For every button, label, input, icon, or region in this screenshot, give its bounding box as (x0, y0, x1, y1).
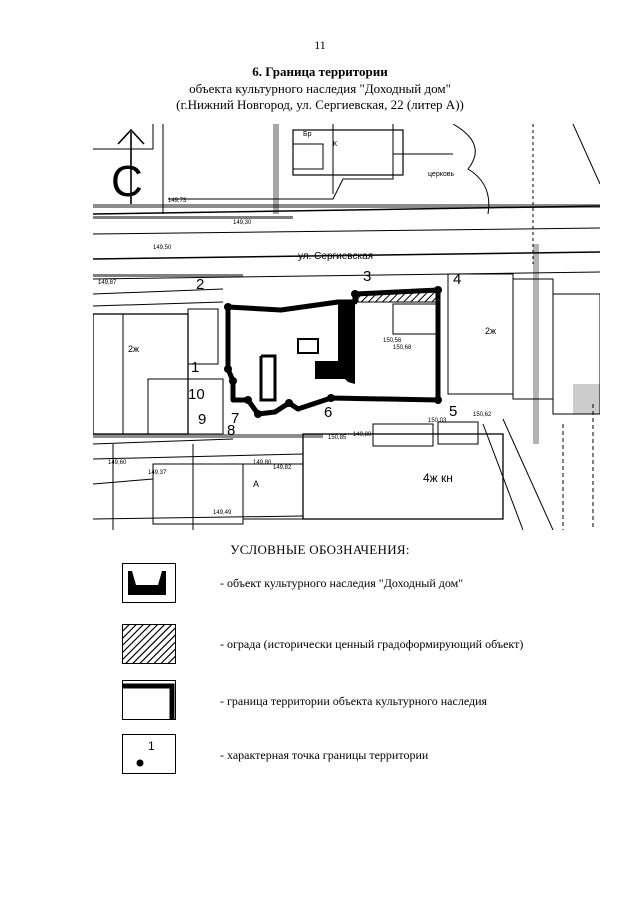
boundary-point-label: 4 (453, 271, 461, 288)
legend-fence-text: - ограда (исторически ценный градоформир… (220, 637, 524, 651)
elevation-label: 149,87 (98, 280, 117, 286)
elevation-label: 149,49 (213, 510, 232, 516)
boundary-point-label: 9 (198, 411, 206, 428)
boundary-point-label: 7 (231, 410, 239, 427)
legend-heritage-object-text: - объект культурного наследия "Доходный … (220, 576, 464, 590)
building-label: 2ж (485, 326, 496, 336)
page-number: 11 (314, 38, 326, 52)
legend-title: УСЛОВНЫЕ ОБОЗНАЧЕНИЯ: (230, 542, 410, 557)
legend-fence-symbol (122, 624, 176, 664)
elevation-label: 150,62 (473, 412, 492, 418)
heritage-building (297, 302, 355, 384)
legend-boundary-text: - граница территории объекта культурного… (220, 694, 488, 708)
boundary-point-label: 6 (324, 404, 332, 421)
elevation-label: 149,82 (273, 465, 292, 471)
subtitle-line2: (г.Нижний Новгород, ул. Сергиевская, 22 … (176, 97, 464, 112)
boundary-point-label: 8 (227, 422, 235, 439)
church-label: церковь (428, 171, 454, 178)
street-label: ул. Сергиевская (298, 251, 373, 262)
map-background-linework (93, 124, 600, 530)
legend-heritage-object-symbol (122, 563, 176, 603)
page-title: 6. Граница территории (252, 64, 388, 79)
boundary-point-label: 1 (191, 359, 199, 376)
boundary-point-label: 10 (188, 386, 205, 403)
elevation-label: 149,73 (168, 198, 187, 204)
boundary-point-markers (224, 286, 442, 418)
elevation-label: 149,30 (233, 220, 252, 226)
legend-boundary-symbol (122, 680, 176, 720)
elevation-label: 150,03 (428, 418, 447, 424)
boundary-point-label: 2 (196, 276, 204, 293)
north-arrow (117, 128, 145, 204)
legend-boundary-point-text: - характерная точка границы территории (220, 748, 429, 762)
elevation-label: 149,60 (108, 460, 127, 466)
subtitle-line1: объекта культурного наследия "Доходный д… (189, 81, 451, 96)
map-survey-texture (93, 124, 600, 444)
elevation-label: 150,68 (393, 345, 412, 351)
elevation-label: 150,85 (328, 435, 347, 441)
elevation-label: 149,80 (353, 432, 372, 438)
north-letter: С (111, 157, 143, 206)
building-label: 4ж кн (423, 471, 453, 485)
legend-boundary-point-symbol: 1 (122, 734, 176, 774)
boundary-point-label: 5 (449, 403, 457, 420)
elevation-label: 149,37 (148, 470, 167, 476)
elevation-label: 150,56 (383, 338, 402, 344)
elevation-label: 149,80 (253, 460, 272, 466)
boundary-point-label: 3 (363, 268, 371, 285)
building-label: А (253, 479, 259, 489)
territory-boundary (225, 287, 441, 417)
building-label: 2ж (128, 344, 139, 354)
territory-map: С 1 2 3 4 5 6 7 8 9 10 ул. Сергиевская (93, 124, 600, 530)
building-label: К (333, 141, 338, 148)
building-label: Бр (303, 131, 312, 138)
legend-point-sample-label: 1 (148, 739, 155, 753)
elevation-label: 149,50 (153, 245, 172, 251)
